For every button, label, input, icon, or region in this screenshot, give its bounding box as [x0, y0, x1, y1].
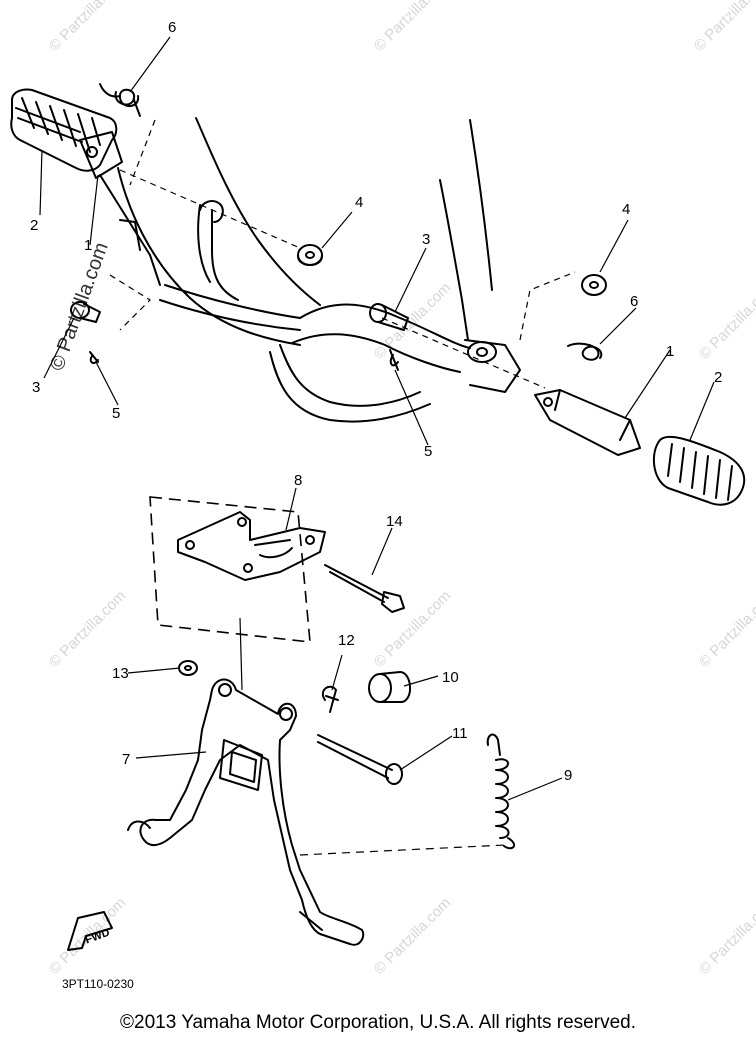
- left-footrest-rubber: [10, 88, 118, 172]
- watermark: © Partzilla.com: [46, 587, 129, 670]
- callout-9: 9: [564, 767, 572, 784]
- callout-5-left: 5: [112, 405, 120, 422]
- callout-11: 11: [452, 725, 468, 742]
- center-cotter-pin: [389, 349, 399, 371]
- callout-8: 8: [294, 472, 302, 489]
- copyright-notice: ©2013 Yamaha Motor Corporation, U.S.A. A…: [120, 1012, 636, 1033]
- callout-labels: 6 2 1 4 3 3 5 5 4 6 1 2 8 14 13 12 10 7 …: [30, 19, 722, 784]
- callout-6: 6: [168, 19, 176, 36]
- right-footrest-rubber: [652, 435, 746, 506]
- callout-2: 2: [30, 217, 38, 234]
- washer-center: [297, 244, 323, 266]
- callout-3: 3: [422, 231, 430, 248]
- watermark-group: © Partzilla.com © Partzilla.com © Partzi…: [46, 0, 756, 978]
- callout-14: 14: [386, 513, 403, 530]
- callout-6-right: 6: [630, 293, 638, 310]
- stand-bracket: [177, 511, 326, 581]
- axis-lines: [109, 119, 576, 856]
- callout-1: 1: [84, 237, 92, 254]
- left-spring: [99, 83, 141, 117]
- watermark: © Partzilla.com: [46, 0, 129, 55]
- washer-small: [178, 660, 198, 676]
- watermark: © Partzilla.com: [371, 894, 454, 977]
- left-cotter-pin: [89, 351, 99, 364]
- callout-5: 5: [424, 443, 432, 460]
- stopper-damper: [368, 671, 411, 703]
- watermark: © Partzilla.com: [691, 0, 756, 55]
- callout-1-right: 1: [666, 343, 674, 360]
- left-pin: [70, 301, 101, 323]
- watermark: © Partzilla.com: [696, 587, 756, 670]
- pivot-bolt: [324, 564, 405, 613]
- callout-7: 7: [122, 751, 130, 768]
- watermark: © Partzilla.com: [371, 279, 454, 362]
- watermark: © Partzilla.com: [696, 279, 756, 362]
- washer-right: [581, 274, 607, 296]
- r-clip: [321, 685, 339, 713]
- right-spring: [567, 342, 603, 361]
- callout-4-right: 4: [622, 201, 630, 218]
- left-footrest: [79, 131, 123, 179]
- leader-lines: [39, 36, 715, 801]
- callout-2-right: 2: [714, 369, 722, 386]
- right-footrest: [534, 389, 641, 456]
- callout-10: 10: [442, 669, 459, 686]
- callout-13: 13: [112, 665, 129, 682]
- callout-3-left: 3: [32, 379, 40, 396]
- watermark: © Partzilla.com: [371, 0, 454, 55]
- return-spring: [486, 733, 516, 850]
- callout-4: 4: [355, 194, 363, 211]
- bracket-frame-box: [149, 496, 311, 643]
- main-stand: [127, 678, 365, 946]
- callout-12: 12: [338, 632, 355, 649]
- diagram-code: 3PT110-0230: [62, 977, 134, 991]
- stand-shaft: [317, 734, 403, 785]
- frame-tubes: [99, 117, 521, 423]
- watermark: © Partzilla.com: [696, 894, 756, 977]
